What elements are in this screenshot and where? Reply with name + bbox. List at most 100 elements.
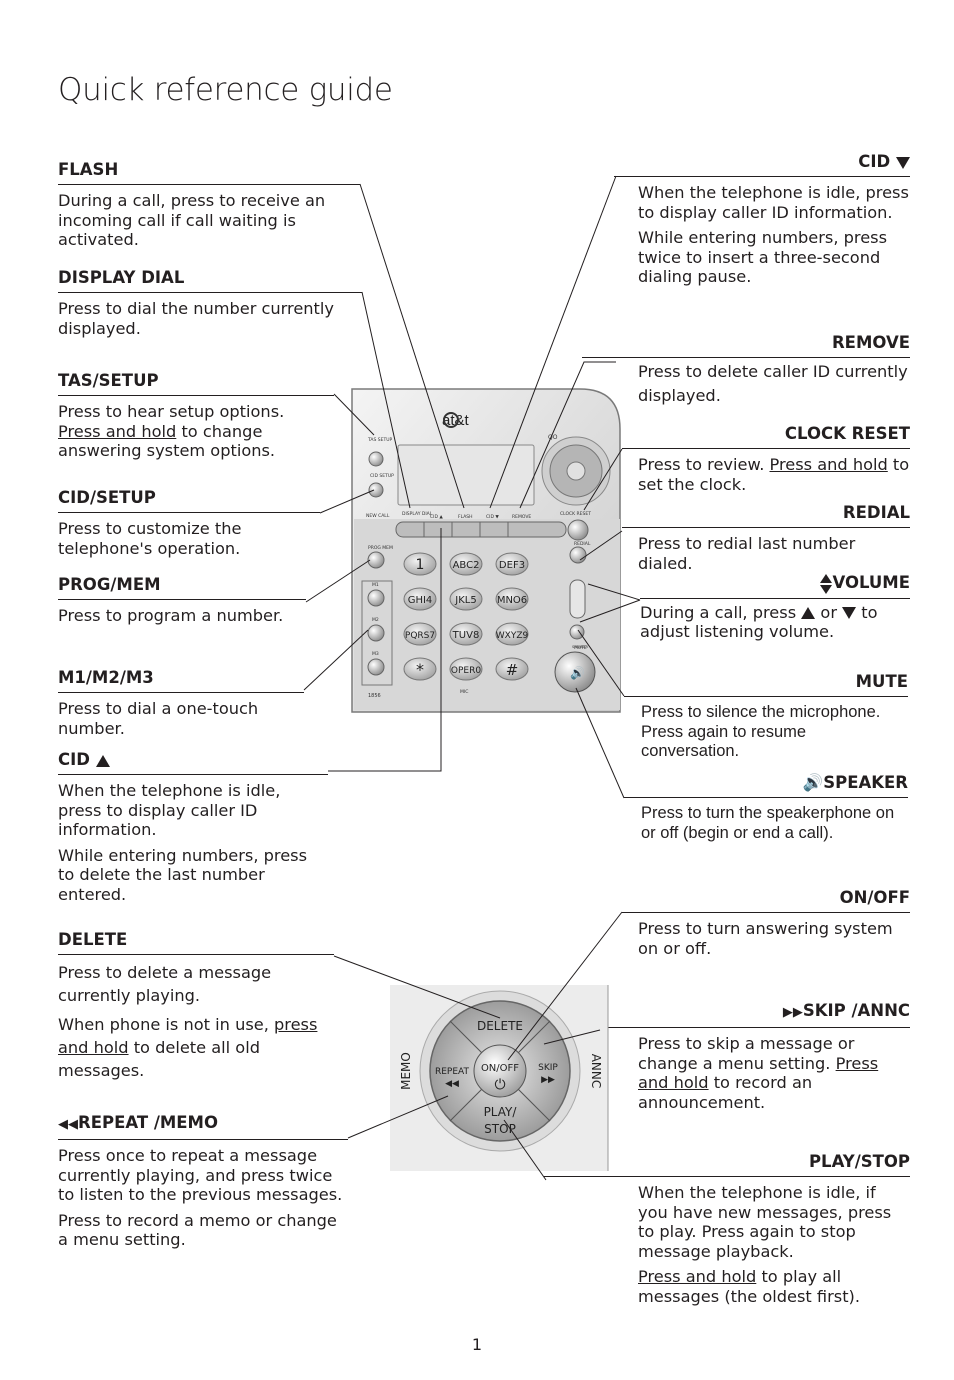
key-7: PQRS7 [405, 631, 435, 641]
speaker-label: SPEAKER [572, 645, 588, 649]
text-part: to delete all old messages. [58, 1038, 260, 1080]
section-text: Press to redial last number dialed. [638, 534, 856, 573]
section-text: Press to delete a message currently play… [58, 963, 272, 1005]
stop-label: STOP [484, 1122, 516, 1136]
key-1: 1 [416, 557, 425, 573]
text-part: to play all messages (the oldest first). [638, 1267, 861, 1306]
key-2: ABC2 [453, 560, 480, 571]
key-star: * [416, 660, 424, 679]
model-number: 1856 [368, 693, 381, 699]
display-dial-label: DISPLAY DIAL [402, 511, 433, 517]
svg-text:QO: QO [548, 434, 558, 441]
section-flash: FLASH During a call, press to receive an… [58, 160, 360, 250]
m1-label: M1 [372, 582, 379, 588]
text-part: Press to hear setup options. [58, 402, 285, 421]
flash-label: FLASH [458, 514, 473, 520]
prog-mem-label: PROG MEM [368, 545, 393, 551]
section-text: While entering numbers, press twice to i… [638, 228, 888, 286]
section-heading: DELETE [58, 930, 334, 955]
section-text: Press to turn the speakerphone on or off… [641, 804, 895, 842]
section-text: Press to dial a one-touch number. [58, 699, 259, 738]
section-heading: REDIAL [622, 503, 910, 528]
speaker-icon: 🔊 [802, 773, 824, 792]
remove-label: REMOVE [512, 514, 531, 520]
section-heading: M1/M2/M3 [58, 668, 304, 693]
text-part: During a call, press [640, 602, 802, 622]
section-text: When the telephone is idle, press to dis… [58, 781, 281, 839]
page-title: Quick reference guide [58, 72, 393, 108]
section-heading: VOLUME [640, 573, 910, 599]
heading-text: REPEAT /MEMO [78, 1113, 218, 1132]
tas-label: TAS SETUP [367, 437, 393, 443]
section-heading: ◀◀REPEAT /MEMO [58, 1113, 348, 1140]
section-heading: PLAY/STOP [544, 1152, 910, 1177]
section-text: Press to silence the microphone. Press a… [641, 703, 881, 760]
section-heading: FLASH [58, 160, 360, 185]
text-part: Press to review. [638, 455, 770, 474]
key-4: GHI4 [408, 595, 433, 606]
section-redial: REDIAL Press to redial last number diale… [622, 503, 910, 573]
section-on-off: ON/OFF Press to turn answering system on… [622, 888, 910, 958]
section-m1m2m3: M1/M2/M3 Press to dial a one-touch numbe… [58, 668, 304, 738]
section-heading: CID [614, 152, 910, 177]
page-number: 1 [471, 1335, 483, 1354]
text-part: or [815, 602, 843, 622]
power-icon: ⏻ [494, 1077, 505, 1093]
section-text: Press and hold to play all messages (the… [638, 1267, 910, 1306]
section-text: When phone is not in use, press and hold… [58, 1013, 334, 1082]
section-cid-down: CID When the telephone is idle, press to… [614, 152, 910, 287]
up-arrow-icon [95, 754, 110, 767]
skip-label: SKIP [538, 1063, 558, 1073]
section-heading: CID [58, 750, 328, 775]
section-text: When the telephone is idle, if you have … [638, 1183, 892, 1261]
on-off-label: ON/OFF [481, 1063, 519, 1074]
section-text: Press to skip a message or change a menu… [638, 1034, 910, 1112]
section-remove: REMOVE Press to delete caller ID current… [582, 333, 910, 408]
svg-text:◀◀: ◀◀ [445, 1079, 459, 1089]
section-heading: MUTE [624, 672, 908, 697]
section-cid-up: CID When the telephone is idle, press to… [58, 750, 328, 904]
section-play-stop: PLAY/STOP When the telephone is idle, if… [544, 1152, 910, 1306]
up-arrow-icon [801, 607, 816, 619]
svg-text:▶▶: ▶▶ [541, 1075, 555, 1085]
section-heading: CLOCK RESET [622, 424, 910, 449]
heading-text: VOLUME [832, 573, 910, 592]
phone-illustration: at&t TAS SETUP CID SETUP NEW CALL DISPLA… [351, 388, 621, 713]
section-text: Press to customize the telephone's opera… [58, 519, 242, 558]
redial-label: REDIAL [574, 541, 591, 547]
section-heading: 🔊SPEAKER [624, 773, 908, 798]
section-text: Press to hear setup options.Press and ho… [58, 402, 334, 461]
delete-label: DELETE [477, 1019, 523, 1033]
section-text: Press to program a number. [58, 606, 284, 625]
section-clock-reset: CLOCK RESET Press to review. Press and h… [622, 424, 910, 494]
memo-label: MEMO [399, 1052, 413, 1090]
section-text: Press to review. Press and hold to set t… [638, 455, 910, 494]
section-text: Press once to repeat a message currently… [58, 1146, 343, 1204]
section-tas-setup: TAS/SETUP Press to hear setup options.Pr… [58, 371, 334, 461]
m3-label: M3 [372, 651, 379, 657]
section-skip-annc: ▶▶SKIP /ANNC Press to skip a message or … [598, 1001, 910, 1112]
section-repeat-memo: ◀◀REPEAT /MEMO Press once to repeat a me… [58, 1113, 348, 1250]
key-9: WXYZ9 [496, 631, 529, 641]
heading-text: SKIP /ANNC [802, 1001, 910, 1020]
section-text: Press to record a memo or change a menu … [58, 1210, 337, 1250]
text-part: to set the clock. [638, 455, 910, 494]
section-heading: CID/SETUP [58, 488, 320, 513]
text-underlined: press and hold [58, 1015, 318, 1057]
key-5: JKL5 [454, 595, 476, 606]
section-heading: ▶▶SKIP /ANNC [598, 1001, 910, 1028]
section-text: Press to dial the number currently displ… [58, 299, 334, 338]
section-text: During a call, press to receive an incom… [58, 191, 326, 249]
section-volume: VOLUME During a call, press or to adjust… [640, 573, 910, 642]
fast-forward-icon: ▶▶ [782, 1005, 803, 1020]
key-0: OPER0 [451, 666, 481, 676]
text-underlined: Press and hold [638, 1053, 879, 1093]
annc-label: ANNC [589, 1054, 603, 1089]
section-heading: ON/OFF [622, 888, 910, 913]
heading-text: CID [858, 152, 891, 171]
rewind-icon: ◀◀ [58, 1117, 78, 1132]
down-arrow-icon [896, 156, 910, 169]
section-speaker: 🔊SPEAKER Press to turn the speakerphone … [624, 773, 908, 843]
text-underlined: Press and hold [638, 1267, 757, 1286]
svg-text:🔊: 🔊 [570, 665, 585, 680]
